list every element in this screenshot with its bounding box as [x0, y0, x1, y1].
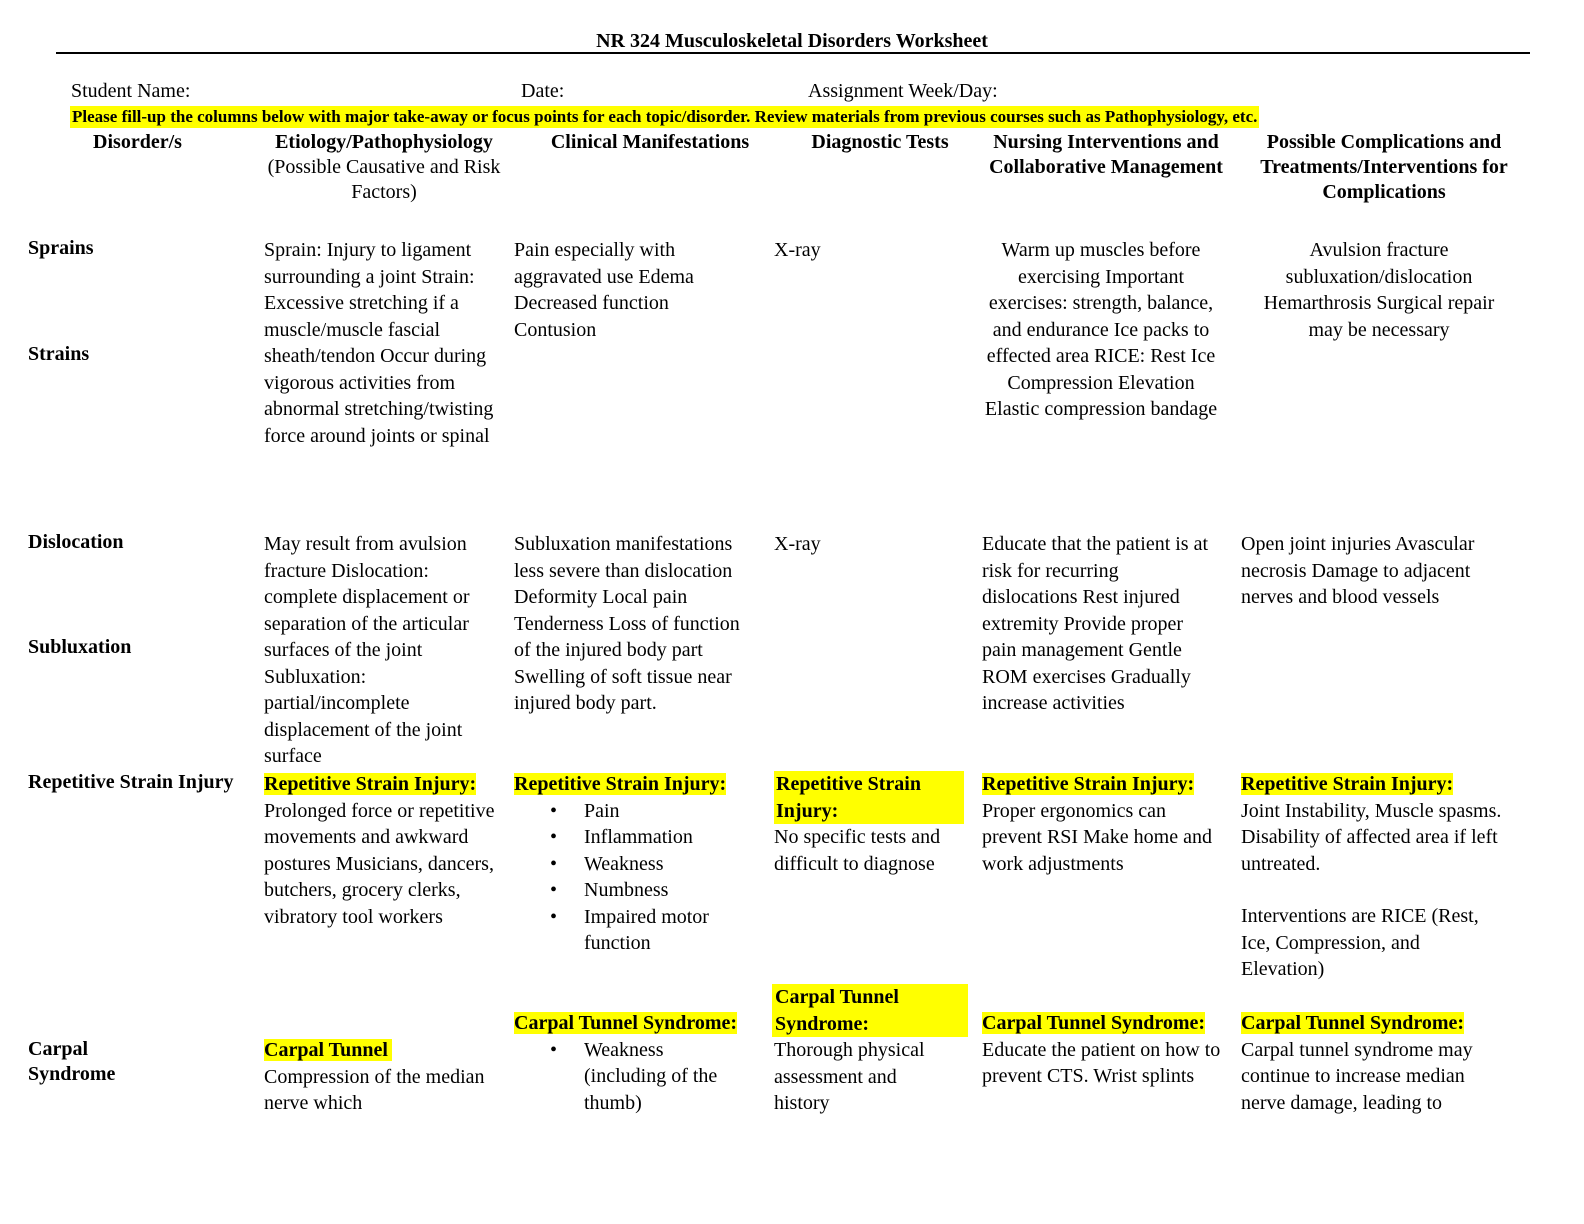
rsi-etiology-cell: Repetitive Strain Injury: Prolonged forc… — [264, 771, 500, 930]
header-etiology-title: Etiology/Pathophysiology — [275, 131, 493, 153]
row-label-rsi: Repetitive Strain Injury — [28, 771, 234, 793]
rsi-clinical-heading: Repetitive Strain Injury: — [514, 773, 727, 795]
cts-diagnostic: Thorough physical assessment and history — [774, 1039, 925, 1114]
header-nursing: Nursing Interventions and Collaborative … — [989, 131, 1223, 178]
dislocation-complications: Open joint injuries Avascular necrosis D… — [1241, 533, 1475, 608]
dislocation-clinical: Subluxation manifestations less severe t… — [514, 533, 740, 714]
rsi-nursing-cell: Repetitive Strain Injury: Proper ergonom… — [982, 771, 1220, 877]
cts-clinical-cell: Carpal Tunnel Syndrome: Weakness (includ… — [514, 1010, 764, 1116]
title-underline — [56, 52, 1530, 54]
dislocation-diagnostic: X-ray — [774, 533, 821, 555]
cts-complications-cell: Carpal Tunnel Syndrome: Carpal tunnel sy… — [1241, 1010, 1507, 1116]
date-label: Date: — [521, 80, 565, 102]
dislocation-nursing: Educate that the patient is at risk for … — [982, 533, 1209, 714]
instructions: Please fill-up the columns below with ma… — [70, 106, 1260, 128]
rsi-diagnostic: No specific tests and difficult to diagn… — [774, 826, 941, 875]
rsi-complications-cell: Repetitive Strain Injury: Joint Instabil… — [1241, 771, 1507, 983]
list-item: Weakness (including of the thumb) — [514, 1037, 744, 1117]
rsi-complications: Joint Instability, Muscle spasms. Disabi… — [1241, 799, 1502, 875]
header-etiology: Etiology/Pathophysiology (Possible Causa… — [258, 130, 510, 205]
row-label-strains: Strains — [28, 343, 90, 365]
sprains-clinical: Pain especially with aggravated use Edem… — [514, 239, 694, 341]
cts-etiology-heading: Carpal Tunnel — [264, 1039, 392, 1061]
header-diagnostic: Diagnostic Tests — [811, 131, 949, 153]
list-item: Weakness — [514, 851, 754, 878]
header-clinical: Clinical Manifestations — [550, 131, 750, 153]
cts-nursing-heading: Carpal Tunnel Syndrome: — [982, 1012, 1206, 1034]
cts-complications-heading: Carpal Tunnel Syndrome: — [1241, 1012, 1465, 1034]
rsi-nursing-heading: Repetitive Strain Injury: — [982, 773, 1195, 795]
cts-nursing: Educate the patient on how to prevent CT… — [982, 1038, 1221, 1088]
row-label-carpal: Carpal Syndrome — [28, 1038, 116, 1085]
cts-clinical-heading: Carpal Tunnel Syndrome: — [514, 1012, 738, 1034]
list-item: Pain — [514, 798, 754, 825]
rsi-clinical-list: Pain Inflammation Weakness Numbness Impa… — [514, 798, 754, 957]
rsi-etiology-heading: Repetitive Strain Injury: — [264, 773, 477, 795]
row-label-subluxation: Subluxation — [28, 636, 132, 658]
cts-complications: Carpal tunnel syndrome may continue to i… — [1241, 1038, 1473, 1114]
list-item: Numbness — [514, 877, 754, 904]
row-label-sprains: Sprains — [28, 237, 94, 259]
sprains-complications: Avulsion fracture subluxation/dislocatio… — [1263, 239, 1495, 341]
page-title: NR 324 Musculoskeletal Disorders Workshe… — [596, 30, 988, 52]
header-complications: Possible Complications and Treatments/In… — [1260, 131, 1508, 203]
cts-diagnostic-heading: Carpal Tunnel Syndrome: — [772, 984, 968, 1037]
student-name-label: Student Name: — [71, 80, 191, 102]
list-item: Inflammation — [514, 824, 754, 851]
list-item: Impaired motor function — [514, 904, 754, 957]
rsi-interventions: Interventions are RICE (Rest, Ice, Compr… — [1241, 905, 1479, 980]
cts-etiology: Compression of the median nerve which — [264, 1065, 485, 1115]
cts-diagnostic-cell: Carpal Tunnel Syndrome: Thorough physica… — [772, 984, 968, 1117]
rsi-diagnostic-heading: Repetitive Strain Injury: — [774, 771, 964, 824]
header-disorders: Disorder/s — [93, 131, 182, 153]
sprains-diagnostic: X-ray — [774, 239, 821, 261]
dislocation-etiology: May result from avulsion fracture Disloc… — [264, 533, 470, 767]
cts-clinical-list: Weakness (including of the thumb) — [514, 1037, 744, 1117]
assignment-label: Assignment Week/Day: — [808, 80, 998, 102]
cts-nursing-cell: Carpal Tunnel Syndrome: Educate the pati… — [982, 1010, 1226, 1090]
rsi-complications-heading: Repetitive Strain Injury: — [1241, 773, 1454, 795]
sprains-etiology: Sprain: Injury to ligament surrounding a… — [264, 239, 494, 447]
rsi-etiology: Prolonged force or repetitive movements … — [264, 799, 495, 928]
header-etiology-sub: (Possible Causative and Risk Factors) — [267, 156, 501, 203]
rsi-nursing: Proper ergonomics can prevent RSI Make h… — [982, 799, 1212, 875]
sprains-nursing: Warm up muscles before exercising Import… — [984, 239, 1218, 420]
rsi-diagnostic-cell: Repetitive Strain Injury: No specific te… — [774, 771, 964, 877]
cts-etiology-cell: Carpal Tunnel Compression of the median … — [264, 1037, 500, 1117]
row-label-dislocation: Dislocation — [28, 531, 124, 553]
rsi-clinical-cell: Repetitive Strain Injury: Pain Inflammat… — [514, 771, 754, 957]
